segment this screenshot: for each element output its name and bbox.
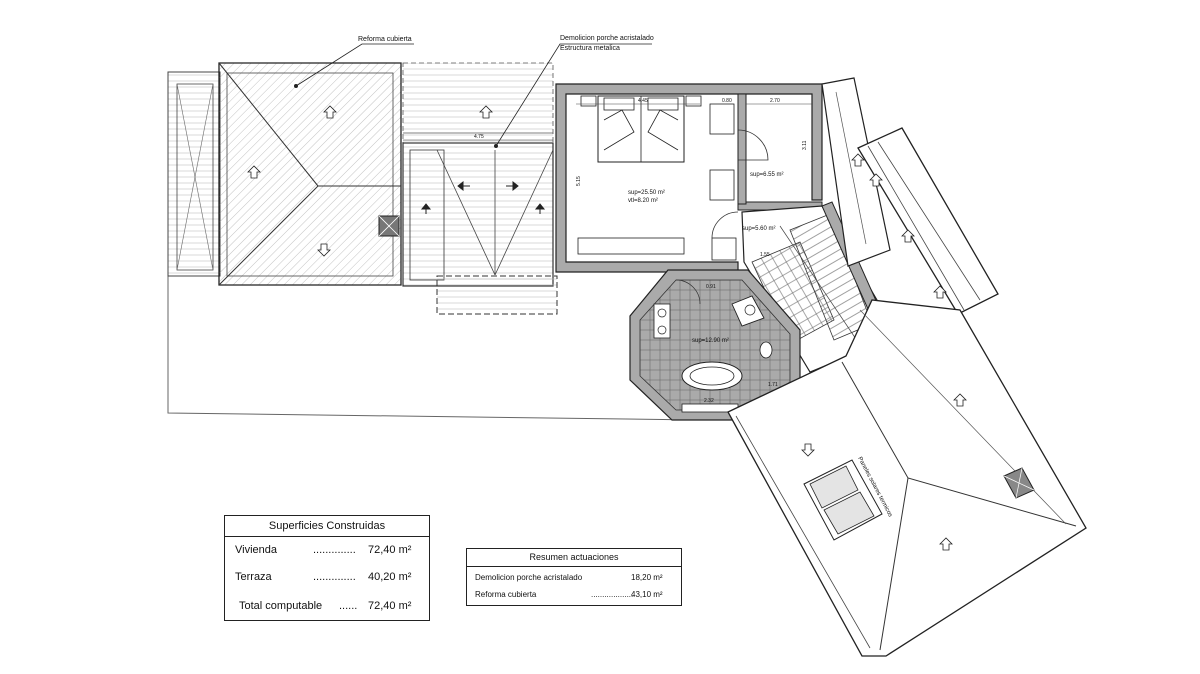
room-area-dressing: sup=6.55 m² xyxy=(750,172,784,178)
dim-dressing-depth: 3.11 xyxy=(802,140,808,150)
roof-slope-arrows xyxy=(247,105,967,551)
row-dots: ...... xyxy=(339,600,358,612)
room-area-closet: vtl=8.20 m² xyxy=(628,198,658,204)
annotation-metal-structure: Estructura metalica xyxy=(560,45,620,52)
dim-bedroom-width: 4.45 xyxy=(638,98,648,104)
solar-panels xyxy=(803,459,883,541)
dim-closet-width: 0.80 xyxy=(722,98,732,104)
annotation-porch-demolition: Demolicion porche acristalado xyxy=(560,35,654,42)
bathroom xyxy=(629,269,801,421)
dim-hall-width: 1.55 xyxy=(760,252,770,258)
dim-bath-width: 2.32 xyxy=(704,398,714,404)
annotation-roof-reform: Reforma cubierta xyxy=(358,36,412,43)
dim-bedroom-depth: 5.15 xyxy=(576,176,582,186)
dim-dressing-width: 2.70 xyxy=(770,98,780,104)
row-label: Total computable xyxy=(239,600,323,612)
hip-roof-left xyxy=(218,62,402,286)
porch-to-demolish xyxy=(402,62,558,315)
roof-right-upper xyxy=(821,77,999,315)
leader-lines xyxy=(295,43,652,147)
dim-bath-side: 1.71 xyxy=(768,382,778,388)
surfaces-table-title: Superficies Construidas xyxy=(225,516,429,537)
chimney xyxy=(378,215,400,237)
room-area-bathroom: sup=12.90 m² xyxy=(692,338,729,344)
row-label: Reforma cubierta xyxy=(475,590,537,599)
dim-porch-width: 4.75 xyxy=(474,134,484,140)
dimension-lines xyxy=(403,103,812,141)
row-dots: .............. xyxy=(313,571,356,583)
porch-arrows xyxy=(420,180,546,214)
row-label: Terraza xyxy=(235,571,272,583)
row-value: 18,20 m² xyxy=(631,573,663,582)
actions-table-title: Resumen actuaciones xyxy=(467,549,681,567)
actions-row-demolicion: Demolicion porche acristalado xyxy=(475,573,582,582)
actions-row-reforma: Reforma cubierta xyxy=(475,590,536,599)
bedroom-furniture xyxy=(577,95,769,261)
row-value: 72,40 m² xyxy=(368,544,412,556)
leader-dot-roof xyxy=(294,84,298,88)
actions-table: Resumen actuaciones Demolicion porche ac… xyxy=(466,548,682,606)
room-area-hall: sup=5.60 m² xyxy=(742,226,776,232)
left-sunroom xyxy=(167,71,221,277)
leader-dot-porch xyxy=(494,144,498,148)
row-dots: .............. xyxy=(313,544,356,556)
roof-skylight xyxy=(1003,467,1035,499)
row-value: 40,20 m² xyxy=(368,571,412,583)
dim-corridor-width: 0.91 xyxy=(706,284,716,290)
row-label: Demolicion porche acristalado xyxy=(475,573,583,582)
surfaces-table: Superficies Construidas Vivienda .......… xyxy=(224,515,430,621)
row-value: 72,40 m² xyxy=(368,600,412,612)
room-area-bedroom: sup=25.50 m² xyxy=(628,190,665,196)
surfaces-row-total: Total computable xyxy=(239,600,322,612)
surfaces-row-terraza: Terraza xyxy=(235,571,272,583)
surfaces-row-vivienda: Vivienda xyxy=(235,544,277,556)
row-dots: ................... xyxy=(591,590,634,599)
row-label: Vivienda xyxy=(235,544,277,556)
row-value: 43,10 m² xyxy=(631,590,663,599)
